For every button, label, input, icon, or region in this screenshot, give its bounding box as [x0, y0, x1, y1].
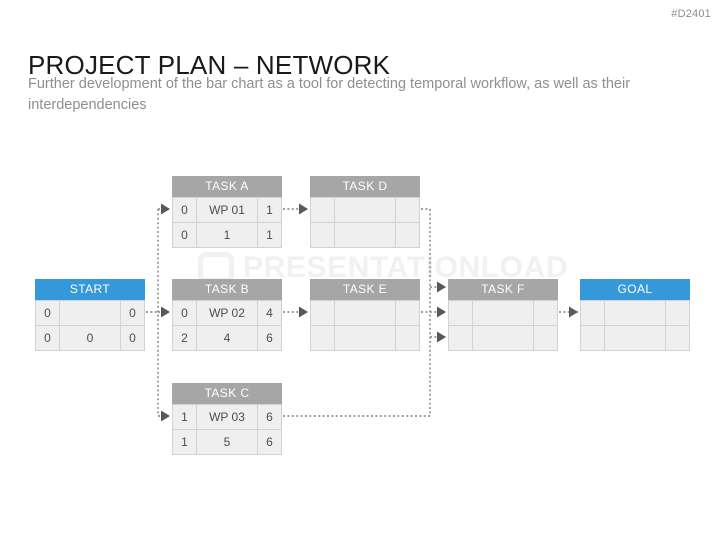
node-task-a-cell-2: 1	[258, 198, 282, 223]
node-task-c-title: TASK C	[172, 383, 282, 404]
node-task-a-cell-0: 0	[173, 198, 197, 223]
node-task-c-cell-3: 1	[173, 430, 197, 455]
node-task-e[interactable]: TASK E	[310, 279, 420, 351]
node-task-a-cell-1: WP 01	[197, 198, 258, 223]
page-title: PROJECT PLAN – NETWORK	[28, 50, 391, 81]
node-task-d[interactable]: TASK D	[310, 176, 420, 248]
node-task-f-cell-1	[473, 301, 534, 326]
node-task-e-cell-3	[311, 326, 335, 351]
node-goal-cell-0	[581, 301, 605, 326]
node-task-e-grid	[310, 300, 420, 351]
node-task-b-cell-5: 6	[258, 326, 282, 351]
node-task-f-grid	[448, 300, 558, 351]
node-task-e-cell-1	[335, 301, 396, 326]
node-task-d-cell-2	[396, 198, 420, 223]
node-goal-title: GOAL	[580, 279, 690, 300]
node-task-e-cell-5	[396, 326, 420, 351]
node-task-a-cell-4: 1	[197, 223, 258, 248]
node-task-c-cell-5: 6	[258, 430, 282, 455]
node-goal-grid	[580, 300, 690, 351]
node-start-cell-0: 0	[36, 301, 60, 326]
node-task-b-cell-1: WP 02	[197, 301, 258, 326]
node-task-b-cell-3: 2	[173, 326, 197, 351]
node-task-e-cell-4	[335, 326, 396, 351]
node-task-d-cell-1	[335, 198, 396, 223]
node-task-c-cell-0: 1	[173, 405, 197, 430]
node-task-f[interactable]: TASK F	[448, 279, 558, 351]
node-task-d-title: TASK D	[310, 176, 420, 197]
node-task-d-grid	[310, 197, 420, 248]
node-task-c-cell-2: 6	[258, 405, 282, 430]
node-task-d-cell-5	[396, 223, 420, 248]
node-start-title: START	[35, 279, 145, 300]
node-task-f-cell-3	[449, 326, 473, 351]
node-task-e-cell-2	[396, 301, 420, 326]
node-task-d-cell-4	[335, 223, 396, 248]
node-task-d-cell-3	[311, 223, 335, 248]
node-task-f-cell-5	[534, 326, 558, 351]
node-task-f-title: TASK F	[448, 279, 558, 300]
node-task-a-cell-3: 0	[173, 223, 197, 248]
node-task-b-title: TASK B	[172, 279, 282, 300]
node-start-cell-3: 0	[36, 326, 60, 351]
node-goal[interactable]: GOAL	[580, 279, 690, 351]
node-task-c-cell-1: WP 03	[197, 405, 258, 430]
node-task-d-cell-0	[311, 198, 335, 223]
page-subtitle: Further development of the bar chart as …	[28, 76, 631, 113]
node-task-e-title: TASK E	[310, 279, 420, 300]
node-task-f-cell-2	[534, 301, 558, 326]
node-goal-cell-3	[581, 326, 605, 351]
node-start-cell-4: 0	[60, 326, 121, 351]
node-task-f-cell-0	[449, 301, 473, 326]
node-goal-cell-5	[666, 326, 690, 351]
node-task-f-cell-4	[473, 326, 534, 351]
node-task-b-cell-0: 0	[173, 301, 197, 326]
node-task-b-cell-4: 4	[197, 326, 258, 351]
slide-code: #D2401	[671, 8, 711, 20]
node-task-c-cell-4: 5	[197, 430, 258, 455]
node-goal-cell-2	[666, 301, 690, 326]
node-start-cell-1	[60, 301, 121, 326]
node-task-b-cell-2: 4	[258, 301, 282, 326]
node-task-a-title: TASK A	[172, 176, 282, 197]
node-task-e-cell-0	[311, 301, 335, 326]
node-start-cell-5: 0	[121, 326, 145, 351]
node-task-a-cell-5: 1	[258, 223, 282, 248]
node-start-cell-2: 0	[121, 301, 145, 326]
node-goal-cell-4	[605, 326, 666, 351]
node-goal-cell-1	[605, 301, 666, 326]
